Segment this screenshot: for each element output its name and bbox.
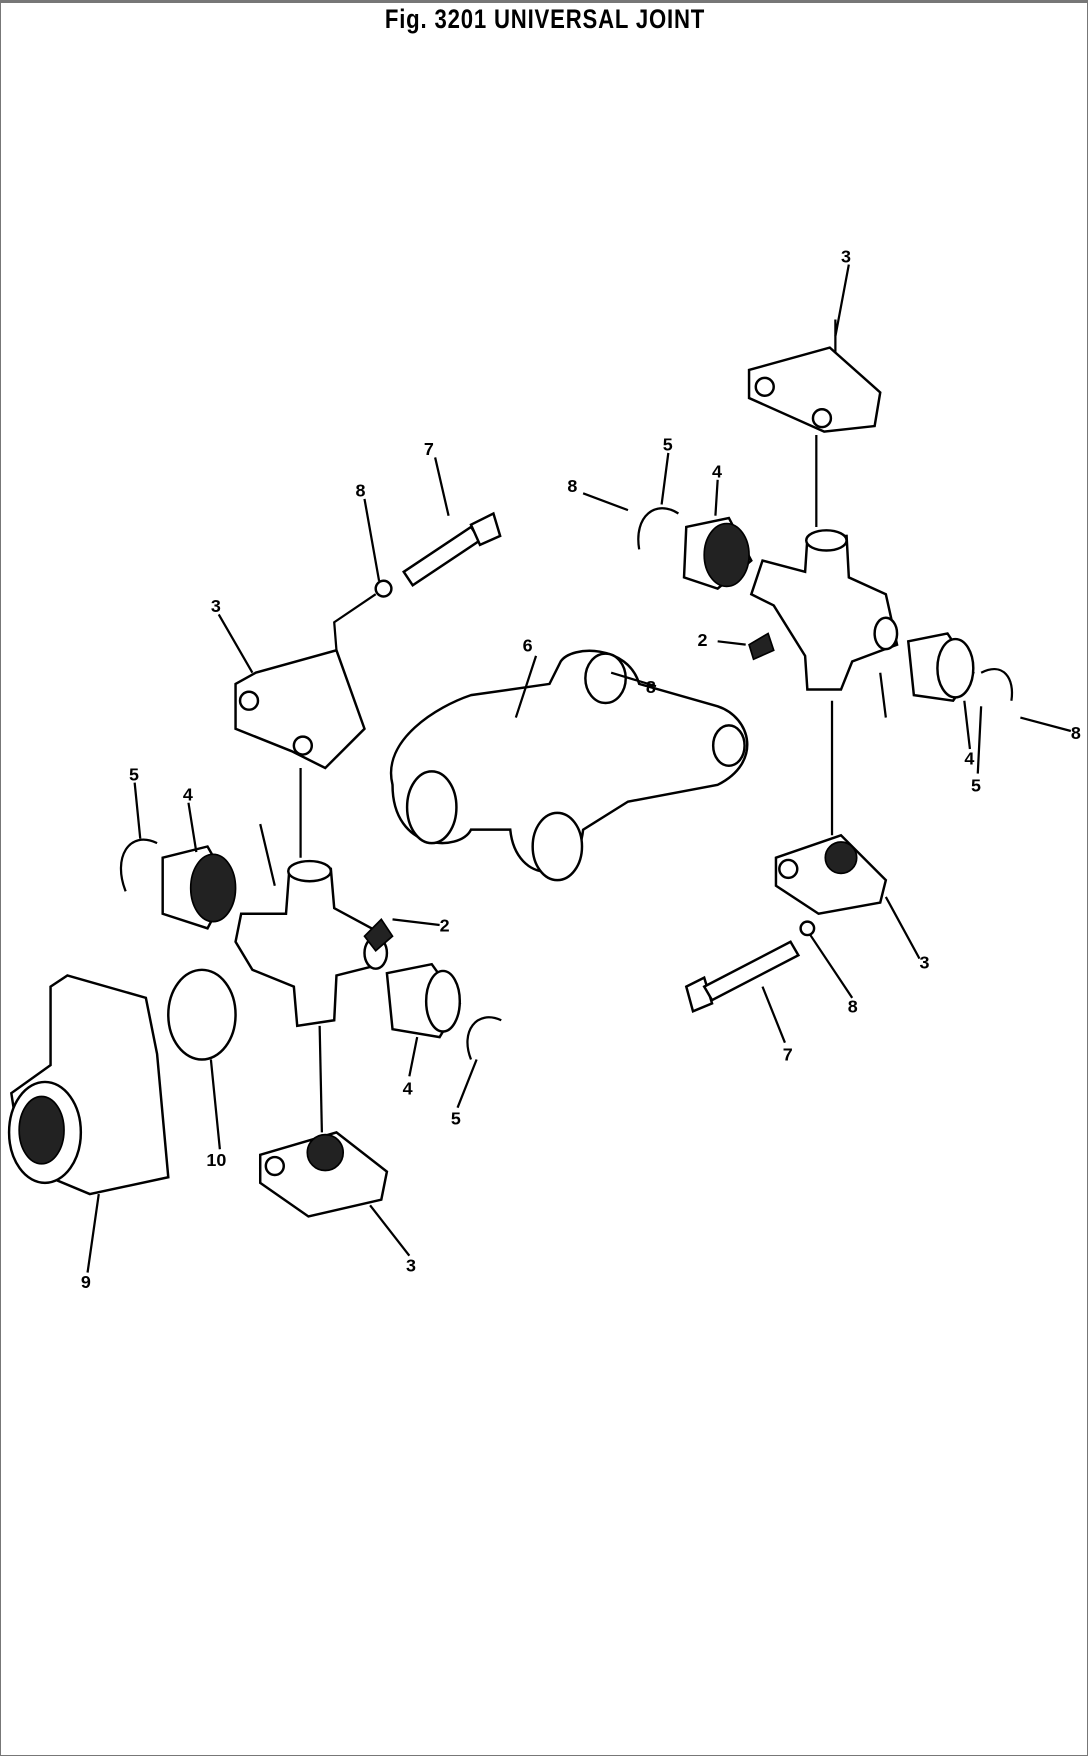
bearing-cap-lower-left xyxy=(258,1025,389,1218)
bearing-cup-right-upper xyxy=(682,516,753,591)
snap-ring-lower-right xyxy=(980,668,1014,701)
callout: 5 xyxy=(129,764,139,784)
snap-ring-lower-left xyxy=(466,1016,502,1060)
bearing-cap-lower-right xyxy=(774,700,888,916)
callout: 6 xyxy=(523,635,533,655)
callout: 3 xyxy=(211,596,221,616)
figure-title: Fig. 3201 UNIVERSAL JOINT xyxy=(384,4,706,34)
callout: 2 xyxy=(697,630,707,650)
callout: 4 xyxy=(403,1078,413,1098)
callout: 8 xyxy=(1071,723,1081,743)
callout: 8 xyxy=(356,481,366,501)
callout: 4 xyxy=(964,749,974,769)
cover-plate xyxy=(167,968,237,1061)
companion-flange xyxy=(7,974,170,1196)
bearing-cap-top-right xyxy=(747,319,882,527)
grease-fitting-right xyxy=(748,632,775,661)
callout: 4 xyxy=(712,462,722,482)
bearing-cup-left-upper xyxy=(161,845,237,930)
callout: 8 xyxy=(848,996,858,1016)
spider-right xyxy=(749,529,899,691)
callout: 4 xyxy=(183,785,193,805)
yoke xyxy=(389,649,749,882)
leader-lines xyxy=(86,264,1072,1273)
callout: 8 xyxy=(646,677,656,697)
callout: 2 xyxy=(440,916,450,936)
bolt-left xyxy=(374,511,502,598)
callout: 9 xyxy=(81,1272,91,1292)
snap-ring-upper-left xyxy=(119,838,158,892)
callout: 3 xyxy=(841,246,851,266)
callout-labels: 3 3 3 3 5 4 8 8 4 5 2 6 8 7 8 5 4 2 4 5 … xyxy=(81,246,1081,1292)
callout: 10 xyxy=(206,1150,226,1170)
bolt-right xyxy=(684,920,816,1013)
callout: 8 xyxy=(567,476,577,496)
grease-fitting-left xyxy=(363,918,394,952)
callout: 5 xyxy=(663,435,673,455)
bearing-cap-upper-left xyxy=(234,593,377,858)
bearing-cup-right-lower xyxy=(906,632,975,703)
spider-left xyxy=(234,859,389,1028)
callout: 7 xyxy=(424,439,434,459)
callout: 5 xyxy=(971,776,981,796)
callout: 5 xyxy=(451,1109,461,1129)
callout: 7 xyxy=(783,1045,793,1065)
snap-ring-upper-right xyxy=(637,507,680,550)
callout: 3 xyxy=(919,953,929,973)
callout: 3 xyxy=(406,1255,416,1275)
bearing-cup-left-lower xyxy=(385,962,462,1039)
